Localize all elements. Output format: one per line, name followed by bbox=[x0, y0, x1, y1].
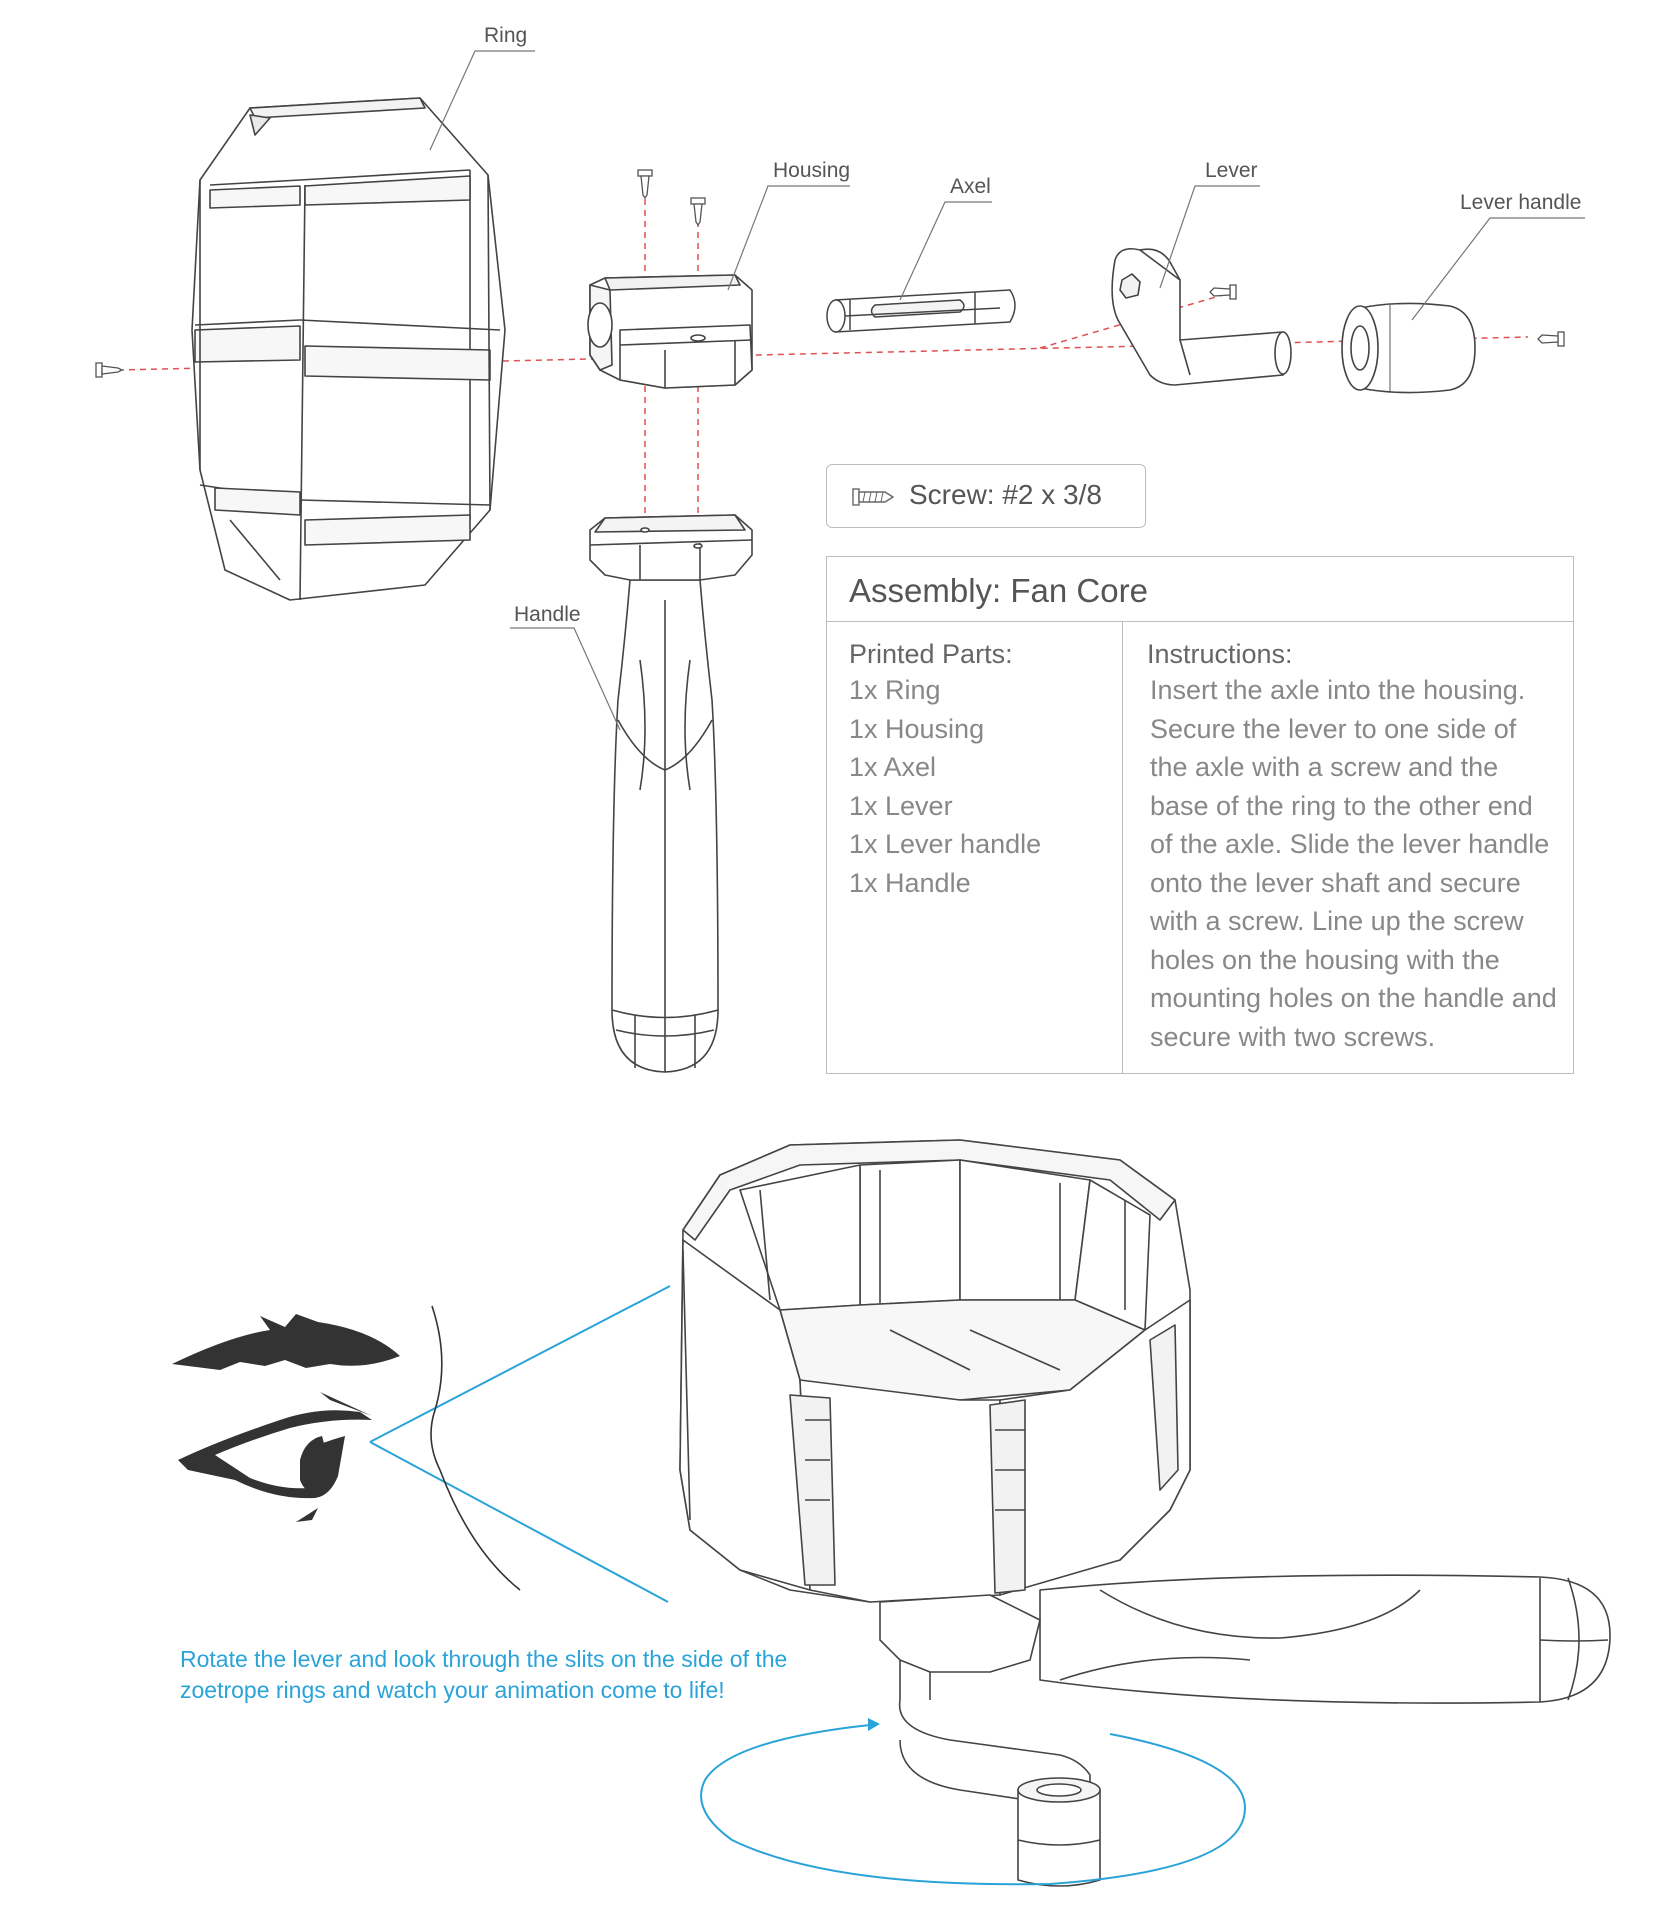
list-item: 1x Handle bbox=[849, 867, 971, 898]
instructions-heading: Instructions: bbox=[1147, 639, 1293, 669]
list-item: 1x Housing bbox=[849, 713, 985, 744]
list-item: 1x Ring bbox=[849, 675, 941, 705]
sight-lines bbox=[369, 1285, 671, 1603]
lever-part bbox=[1111, 247, 1292, 386]
eye-illustration bbox=[172, 1314, 400, 1522]
instructions-text: Insert the axle into the housing. Secure… bbox=[1150, 675, 1557, 1052]
axel-part bbox=[826, 289, 1016, 333]
ring-part bbox=[191, 97, 506, 601]
caption: Rotate the lever and look through the sl… bbox=[180, 1646, 788, 1703]
label-lever-handle: Lever handle bbox=[1460, 191, 1582, 214]
list-item: 1x Axel bbox=[849, 752, 937, 782]
printed-parts-heading: Printed Parts: bbox=[849, 639, 1013, 669]
assembly-header: Assembly: Fan Core bbox=[827, 557, 1573, 622]
callout-leaders bbox=[429, 50, 1585, 731]
parts-list: 1x Ring 1x Housing 1x Axel 1x Lever 1x L… bbox=[849, 671, 1109, 902]
handle-part bbox=[589, 514, 753, 1073]
housing-part bbox=[587, 274, 753, 389]
lever-screw-icon bbox=[1209, 284, 1237, 300]
rotation-arrow-icon bbox=[700, 1718, 1247, 1886]
label-handle: Handle bbox=[514, 603, 581, 626]
lever-handle-screw-icon bbox=[1537, 331, 1565, 347]
label-axel: Axel bbox=[950, 175, 991, 198]
label-lever: Lever bbox=[1205, 159, 1258, 182]
list-item: 1x Lever handle bbox=[849, 829, 1042, 859]
list-item: 1x Lever bbox=[849, 790, 953, 821]
assembly-divider bbox=[1122, 621, 1123, 1073]
assembled-ring bbox=[679, 1139, 1611, 1887]
assembly-title: Assembly: Fan Core bbox=[849, 572, 1148, 609]
screw-left-icon bbox=[95, 362, 124, 378]
screw-spec-text: Screw: #2 x 3/8 bbox=[909, 479, 1102, 510]
label-housing: Housing bbox=[773, 159, 851, 182]
housing-screws-icon bbox=[637, 169, 706, 227]
screw-spec-box: Screw: #2 x 3/8 bbox=[826, 464, 1146, 528]
face-profile bbox=[430, 1305, 521, 1591]
screw-icon bbox=[852, 488, 895, 506]
label-ring: Ring bbox=[484, 24, 528, 47]
assembly-table: Assembly: Fan Core Printed Parts: 1x Rin… bbox=[826, 556, 1574, 1074]
lever-handle-part bbox=[1341, 302, 1476, 394]
instructions: Instructions: Insert the axle into the h… bbox=[1147, 637, 1557, 1056]
printed-parts: Printed Parts: 1x Ring 1x Housing 1x Axe… bbox=[849, 637, 1109, 902]
